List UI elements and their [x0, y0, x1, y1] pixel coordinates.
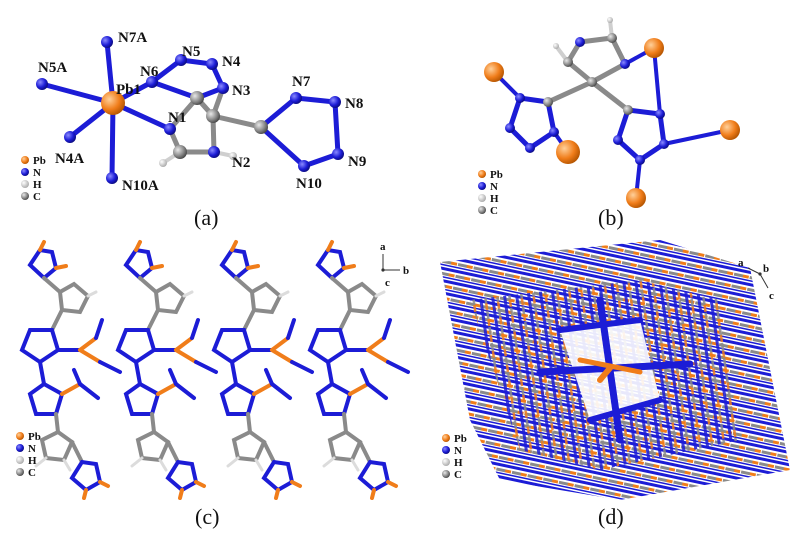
legend-h: H — [490, 193, 499, 205]
legend-pb: Pb — [490, 169, 503, 181]
legend-c: C — [490, 205, 498, 217]
axis-c: c — [385, 277, 390, 289]
panel-a-bonds — [39, 39, 341, 181]
panel-b-atoms — [484, 17, 740, 208]
panel-c: a b c Pb N H C (c) — [16, 240, 410, 529]
panel-d-framework — [440, 240, 790, 500]
label-n3: N3 — [232, 83, 250, 99]
label-n4: N4 — [222, 54, 241, 70]
axis-b: b — [763, 263, 769, 275]
label-n1: N1 — [168, 110, 186, 126]
label-n5a: N5A — [38, 60, 67, 76]
panel-a-atom-labels: N7A N5A Pb1 N6 N5 N4 N3 N1 N4A N2 N10A N… — [38, 30, 366, 194]
label-n2: N2 — [232, 155, 250, 171]
panel-c-legend: Pb N H C — [16, 431, 41, 479]
caption-d: (d) — [598, 504, 624, 529]
label-n8: N8 — [345, 96, 363, 112]
panel-d-axes: a b c — [738, 257, 774, 302]
panel-c-repeat-unit-3 — [212, 240, 314, 500]
label-n4a: N4A — [55, 151, 84, 167]
legend-pb: Pb — [33, 155, 46, 167]
panel-b-bonds — [492, 18, 732, 200]
legend-n: N — [454, 445, 462, 457]
label-n10a: N10A — [122, 178, 159, 194]
panel-c-repeat-unit — [19, 240, 122, 500]
axis-b: b — [403, 265, 409, 277]
legend-c: C — [33, 191, 41, 203]
axis-c: c — [769, 290, 774, 302]
panel-d-legend: Pb N H C — [442, 433, 467, 481]
label-n6: N6 — [140, 64, 159, 80]
panel-a: N7A N5A Pb1 N6 N5 N4 N3 N1 N4A N2 N10A N… — [21, 30, 366, 230]
legend-c: C — [28, 467, 36, 479]
caption-a: (a) — [194, 205, 218, 230]
legend-c: C — [454, 469, 462, 481]
label-n9: N9 — [348, 154, 366, 170]
panel-b-legend: Pb N H C — [478, 169, 503, 217]
panel-c-repeat-unit-4 — [308, 240, 410, 500]
panel-c-axes: a b c — [380, 241, 409, 289]
panel-c-repeat-unit-2 — [116, 240, 218, 500]
panel-a-atoms — [36, 36, 344, 184]
legend-h: H — [28, 455, 37, 467]
axis-a: a — [380, 241, 386, 253]
legend-n: N — [490, 181, 498, 193]
caption-c: (c) — [195, 504, 219, 529]
label-n5: N5 — [182, 44, 200, 60]
panel-b: Pb N H C (b) — [478, 17, 740, 230]
axis-a: a — [738, 257, 744, 269]
legend-pb: Pb — [454, 433, 467, 445]
legend-h: H — [454, 457, 463, 469]
caption-b: (b) — [598, 205, 624, 230]
atom-pb1 — [101, 91, 125, 115]
label-n7: N7 — [292, 74, 311, 90]
panel-a-legend: Pb N H C — [21, 155, 46, 203]
panel-d: a b c Pb N H C (d) — [440, 240, 790, 529]
legend-h: H — [33, 179, 42, 191]
legend-pb: Pb — [28, 431, 41, 443]
label-n10: N10 — [296, 176, 322, 192]
legend-n: N — [33, 167, 41, 179]
label-pb1: Pb1 — [116, 82, 141, 98]
legend-n: N — [28, 443, 36, 455]
label-n7a: N7A — [118, 30, 147, 46]
